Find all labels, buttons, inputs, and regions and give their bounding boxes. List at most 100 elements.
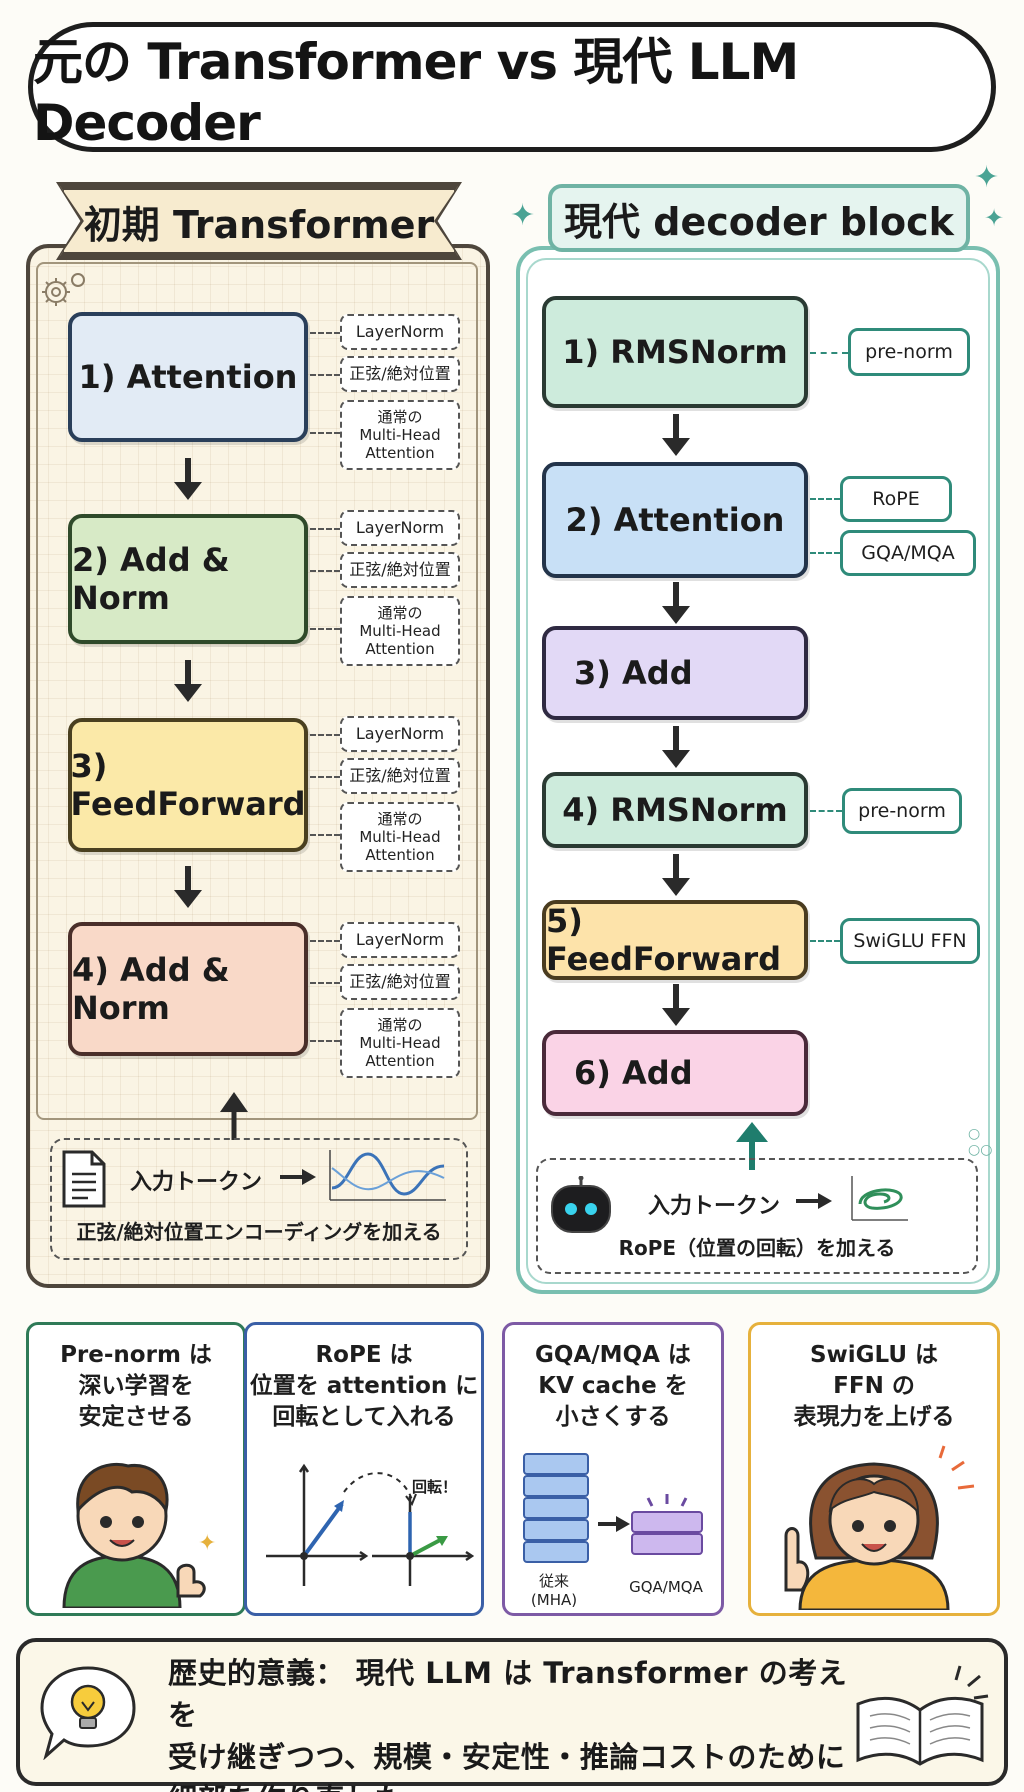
- mha-label-line: 従来: [538, 1572, 569, 1590]
- sine-wave-icon: [329, 1150, 446, 1201]
- right-input-box: [536, 1158, 978, 1274]
- right-step-add-1: 3) Add: [542, 626, 808, 720]
- rotation-annotation: 回転！: [412, 1478, 458, 1496]
- down-arrow-icon: [174, 866, 202, 908]
- note-position: 正弦/絶対位置: [340, 758, 460, 794]
- connector: [810, 810, 842, 812]
- gear-icon: [42, 273, 85, 306]
- note-mha-line: Multi-Head: [359, 1034, 441, 1052]
- up-arrow-icon: [220, 1092, 248, 1140]
- note-mha-line: Attention: [365, 640, 435, 658]
- connector: [310, 374, 340, 376]
- note-layernorm: LayerNorm: [340, 922, 460, 958]
- note-mha-line: 通常の: [377, 1016, 423, 1034]
- right-arrow-icon: [796, 1193, 832, 1209]
- title-cloud: 元の Transformer vs 現代 LLM Decoder: [28, 22, 996, 152]
- connector: [810, 552, 840, 554]
- tag-gqa-mqa: GQA/MQA: [840, 530, 976, 576]
- down-arrow-icon: [174, 458, 202, 500]
- right-banner-title: 現代 decoder block: [564, 199, 954, 244]
- down-arrow-icon: [662, 854, 690, 896]
- note-mha-line: 通常の: [377, 408, 423, 426]
- left-step-label: 3) FeedForward: [70, 747, 306, 823]
- tag-rope: RoPE: [840, 476, 952, 522]
- card-line: GQA/MQA は: [535, 1342, 691, 1368]
- right-step-rmsnorm-2: 4) RMSNorm: [542, 772, 808, 848]
- note-mha: 通常の Multi-Head Attention: [340, 802, 460, 872]
- note-mha-line: 通常の: [377, 604, 423, 622]
- left-banner: 初期 Transformer: [60, 186, 458, 256]
- right-step-label: 6) Add: [574, 1054, 693, 1092]
- note-position: 正弦/絶対位置: [340, 964, 460, 1000]
- left-step-attention: 1) Attention: [68, 312, 308, 442]
- document-icon: [62, 1150, 106, 1208]
- left-input-caption: 正弦/絶対位置エンコーディングを加える: [76, 1220, 442, 1244]
- connector: [310, 332, 340, 334]
- right-step-add-2: 6) Add: [542, 1030, 808, 1116]
- right-step-label: 5) FeedForward: [546, 902, 782, 978]
- dots-decoration: ○○○: [968, 1126, 993, 1158]
- footer-line: 受け継ぎつつ、規模・安定性・推論コストのために: [168, 1740, 846, 1774]
- gqa-label: GQA/MQA: [629, 1578, 703, 1596]
- sparkle-icon: ✦: [974, 160, 1000, 195]
- connector: [310, 628, 340, 630]
- left-step-add-norm-1: 2) Add & Norm: [68, 514, 308, 644]
- right-step-label: 1) RMSNorm: [562, 333, 788, 371]
- left-step-label: 1) Attention: [78, 358, 298, 396]
- svg-text:✦: ✦: [198, 1531, 216, 1556]
- note-mha-line: Multi-Head: [359, 622, 441, 640]
- connector: [310, 834, 340, 836]
- right-input-caption: RoPE（位置の回転）を加える: [618, 1236, 896, 1260]
- footer-text: 歴史的意義： 現代 LLM は Transformer の考えを 受け継ぎつつ、…: [168, 1652, 848, 1792]
- card-line: KV cache を: [538, 1373, 688, 1400]
- tag-swiglu-ffn: SwiGLU FFN: [840, 918, 980, 964]
- card-line: Pre-norm は: [60, 1342, 212, 1368]
- card-rope: [244, 1322, 484, 1616]
- down-arrow-icon: [662, 984, 690, 1026]
- left-panel-inner-frame: [36, 262, 478, 1120]
- card-pre-norm-text: Pre-norm は 深い学習を 安定させる: [30, 1340, 242, 1433]
- right-panel-inner-frame: [526, 258, 990, 1284]
- footer-line: 細部を作り直した。: [168, 1778, 848, 1792]
- note-mha-line: Attention: [365, 846, 435, 864]
- tag-pre-norm: pre-norm: [842, 788, 962, 834]
- card-line: 安定させる: [78, 1404, 194, 1431]
- note-mha: 通常の Multi-Head Attention: [340, 400, 460, 470]
- connector: [310, 734, 340, 736]
- left-input-box: [50, 1138, 468, 1260]
- open-book-icon: [856, 1665, 989, 1766]
- right-step-attention: 2) Attention: [542, 462, 808, 578]
- note-position: 正弦/絶対位置: [340, 356, 460, 392]
- footer-panel: [16, 1638, 1008, 1786]
- note-mha-line: Attention: [365, 444, 435, 462]
- connector: [310, 776, 340, 778]
- note-layernorm: LayerNorm: [340, 510, 460, 546]
- note-mha-line: 通常の: [377, 810, 423, 828]
- page-title: 元の Transformer vs 現代 LLM Decoder: [33, 33, 799, 152]
- connector: [310, 432, 340, 434]
- note-position: 正弦/絶対位置: [340, 552, 460, 588]
- left-step-label: 4) Add & Norm: [72, 951, 230, 1027]
- right-step-label: 2) Attention: [565, 501, 785, 539]
- note-layernorm: LayerNorm: [340, 314, 460, 350]
- card-line: 位置を attention に: [249, 1373, 479, 1400]
- down-arrow-icon: [662, 726, 690, 768]
- connector: [810, 352, 848, 354]
- card-line: FFN の: [833, 1373, 915, 1400]
- right-arrow-icon: [280, 1169, 316, 1185]
- card-line: 表現力を上げる: [793, 1404, 955, 1431]
- connector: [810, 940, 840, 942]
- card-line: 小さくする: [555, 1404, 671, 1431]
- right-step-feedforward: 5) FeedForward: [542, 900, 808, 980]
- connector: [310, 940, 340, 942]
- note-mha: 通常の Multi-Head Attention: [340, 1008, 460, 1078]
- up-arrow-icon: [736, 1122, 768, 1170]
- card-gqa-text: GQA/MQA は KV cache を 小さくする: [506, 1340, 720, 1433]
- connector: [810, 498, 840, 500]
- rotation-spiral-icon: [851, 1176, 908, 1221]
- down-arrow-icon: [662, 582, 690, 624]
- mha-label: 従来 (MHA): [524, 1570, 584, 1609]
- left-banner-title: 初期 Transformer: [83, 202, 435, 247]
- right-step-label: 4) RMSNorm: [562, 791, 788, 829]
- left-step-feedforward: 3) FeedForward: [68, 718, 308, 852]
